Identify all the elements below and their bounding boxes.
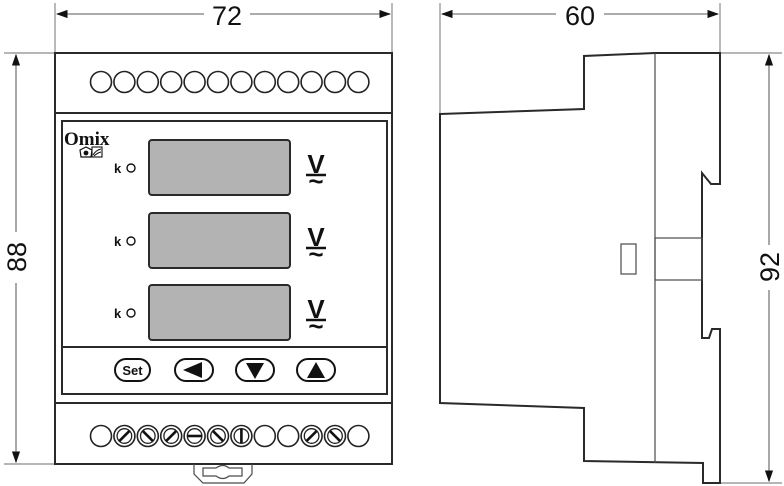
terminal-screw-icon xyxy=(300,424,323,448)
width-dimension: 72 xyxy=(54,1,393,55)
terminal-hole xyxy=(347,70,370,94)
terminal-hole xyxy=(89,70,113,94)
side-height-dim-label: 92 xyxy=(755,252,784,282)
arrow-down-icon xyxy=(246,363,264,379)
indicator-led xyxy=(126,163,136,173)
indicator-led xyxy=(126,308,136,318)
terminal-hole xyxy=(253,70,277,94)
channel-3: k V~ xyxy=(114,284,326,341)
terminal-hole xyxy=(300,70,323,94)
unit-label: V xyxy=(307,222,325,252)
ce-mark-icon xyxy=(79,146,93,158)
button-set[interactable]: Set xyxy=(114,358,151,382)
terminal-hole xyxy=(113,70,136,94)
terminal-hole xyxy=(159,70,183,94)
display-window xyxy=(148,139,291,196)
top-terminal-block xyxy=(89,70,370,94)
terminal-hole xyxy=(276,70,300,94)
bottom-terminal-block xyxy=(89,424,370,448)
terminal-hole xyxy=(230,70,253,94)
unit-label: V xyxy=(307,149,325,179)
terminal-screw-icon xyxy=(323,424,347,448)
side-view: 60 92 xyxy=(439,1,784,484)
button-up[interactable] xyxy=(296,358,336,382)
button-left[interactable] xyxy=(174,358,214,382)
unit-label: V xyxy=(307,294,325,324)
arrow-left-icon xyxy=(183,362,202,378)
indicator-label: k xyxy=(114,161,122,176)
display-window xyxy=(148,284,291,341)
din-latch xyxy=(654,237,703,281)
indicator-label: k xyxy=(114,234,122,249)
terminal-screw-icon xyxy=(136,424,160,448)
ac-symbol: ~ xyxy=(308,311,323,341)
terminal-screw-icon xyxy=(113,424,136,448)
channel-2: k V~ xyxy=(114,212,326,269)
terminal-hole xyxy=(89,424,113,448)
brand-logo: Omix xyxy=(64,129,110,150)
terminal-screw-icon xyxy=(159,424,183,448)
terminal-hole xyxy=(136,70,160,94)
side-height-dimension: 92 xyxy=(720,52,784,484)
ac-symbol: ~ xyxy=(308,166,323,196)
indicator-led xyxy=(126,236,136,246)
height-dim-label: 88 xyxy=(2,242,32,272)
depth-dim-label: 60 xyxy=(565,1,595,31)
terminal-hole xyxy=(347,424,370,448)
din-rail-clip xyxy=(193,464,253,484)
button-down[interactable] xyxy=(235,358,275,382)
terminal-hole xyxy=(276,424,300,448)
set-button-label: Set xyxy=(122,363,143,378)
display-window xyxy=(148,212,291,269)
terminal-screw-icon xyxy=(183,424,206,448)
terminal-screw-icon xyxy=(206,424,230,448)
eac-mark-icon xyxy=(91,146,103,158)
indicator-label: k xyxy=(114,306,122,321)
side-slot xyxy=(620,243,637,275)
height-dimension: 88 xyxy=(2,52,57,465)
ac-symbol: ~ xyxy=(308,239,323,269)
housing-outline xyxy=(54,52,393,465)
width-dim-label: 72 xyxy=(212,1,242,31)
side-profile-outline xyxy=(439,52,721,484)
channel-1: k V~ xyxy=(114,139,326,196)
front-panel xyxy=(61,120,388,395)
terminal-screw-icon xyxy=(230,424,253,448)
terminal-hole xyxy=(183,70,206,94)
terminal-hole xyxy=(206,70,230,94)
terminal-hole xyxy=(253,424,277,448)
arrow-up-icon xyxy=(307,362,325,378)
terminal-hole xyxy=(323,70,347,94)
depth-dimension: 60 xyxy=(439,1,721,114)
